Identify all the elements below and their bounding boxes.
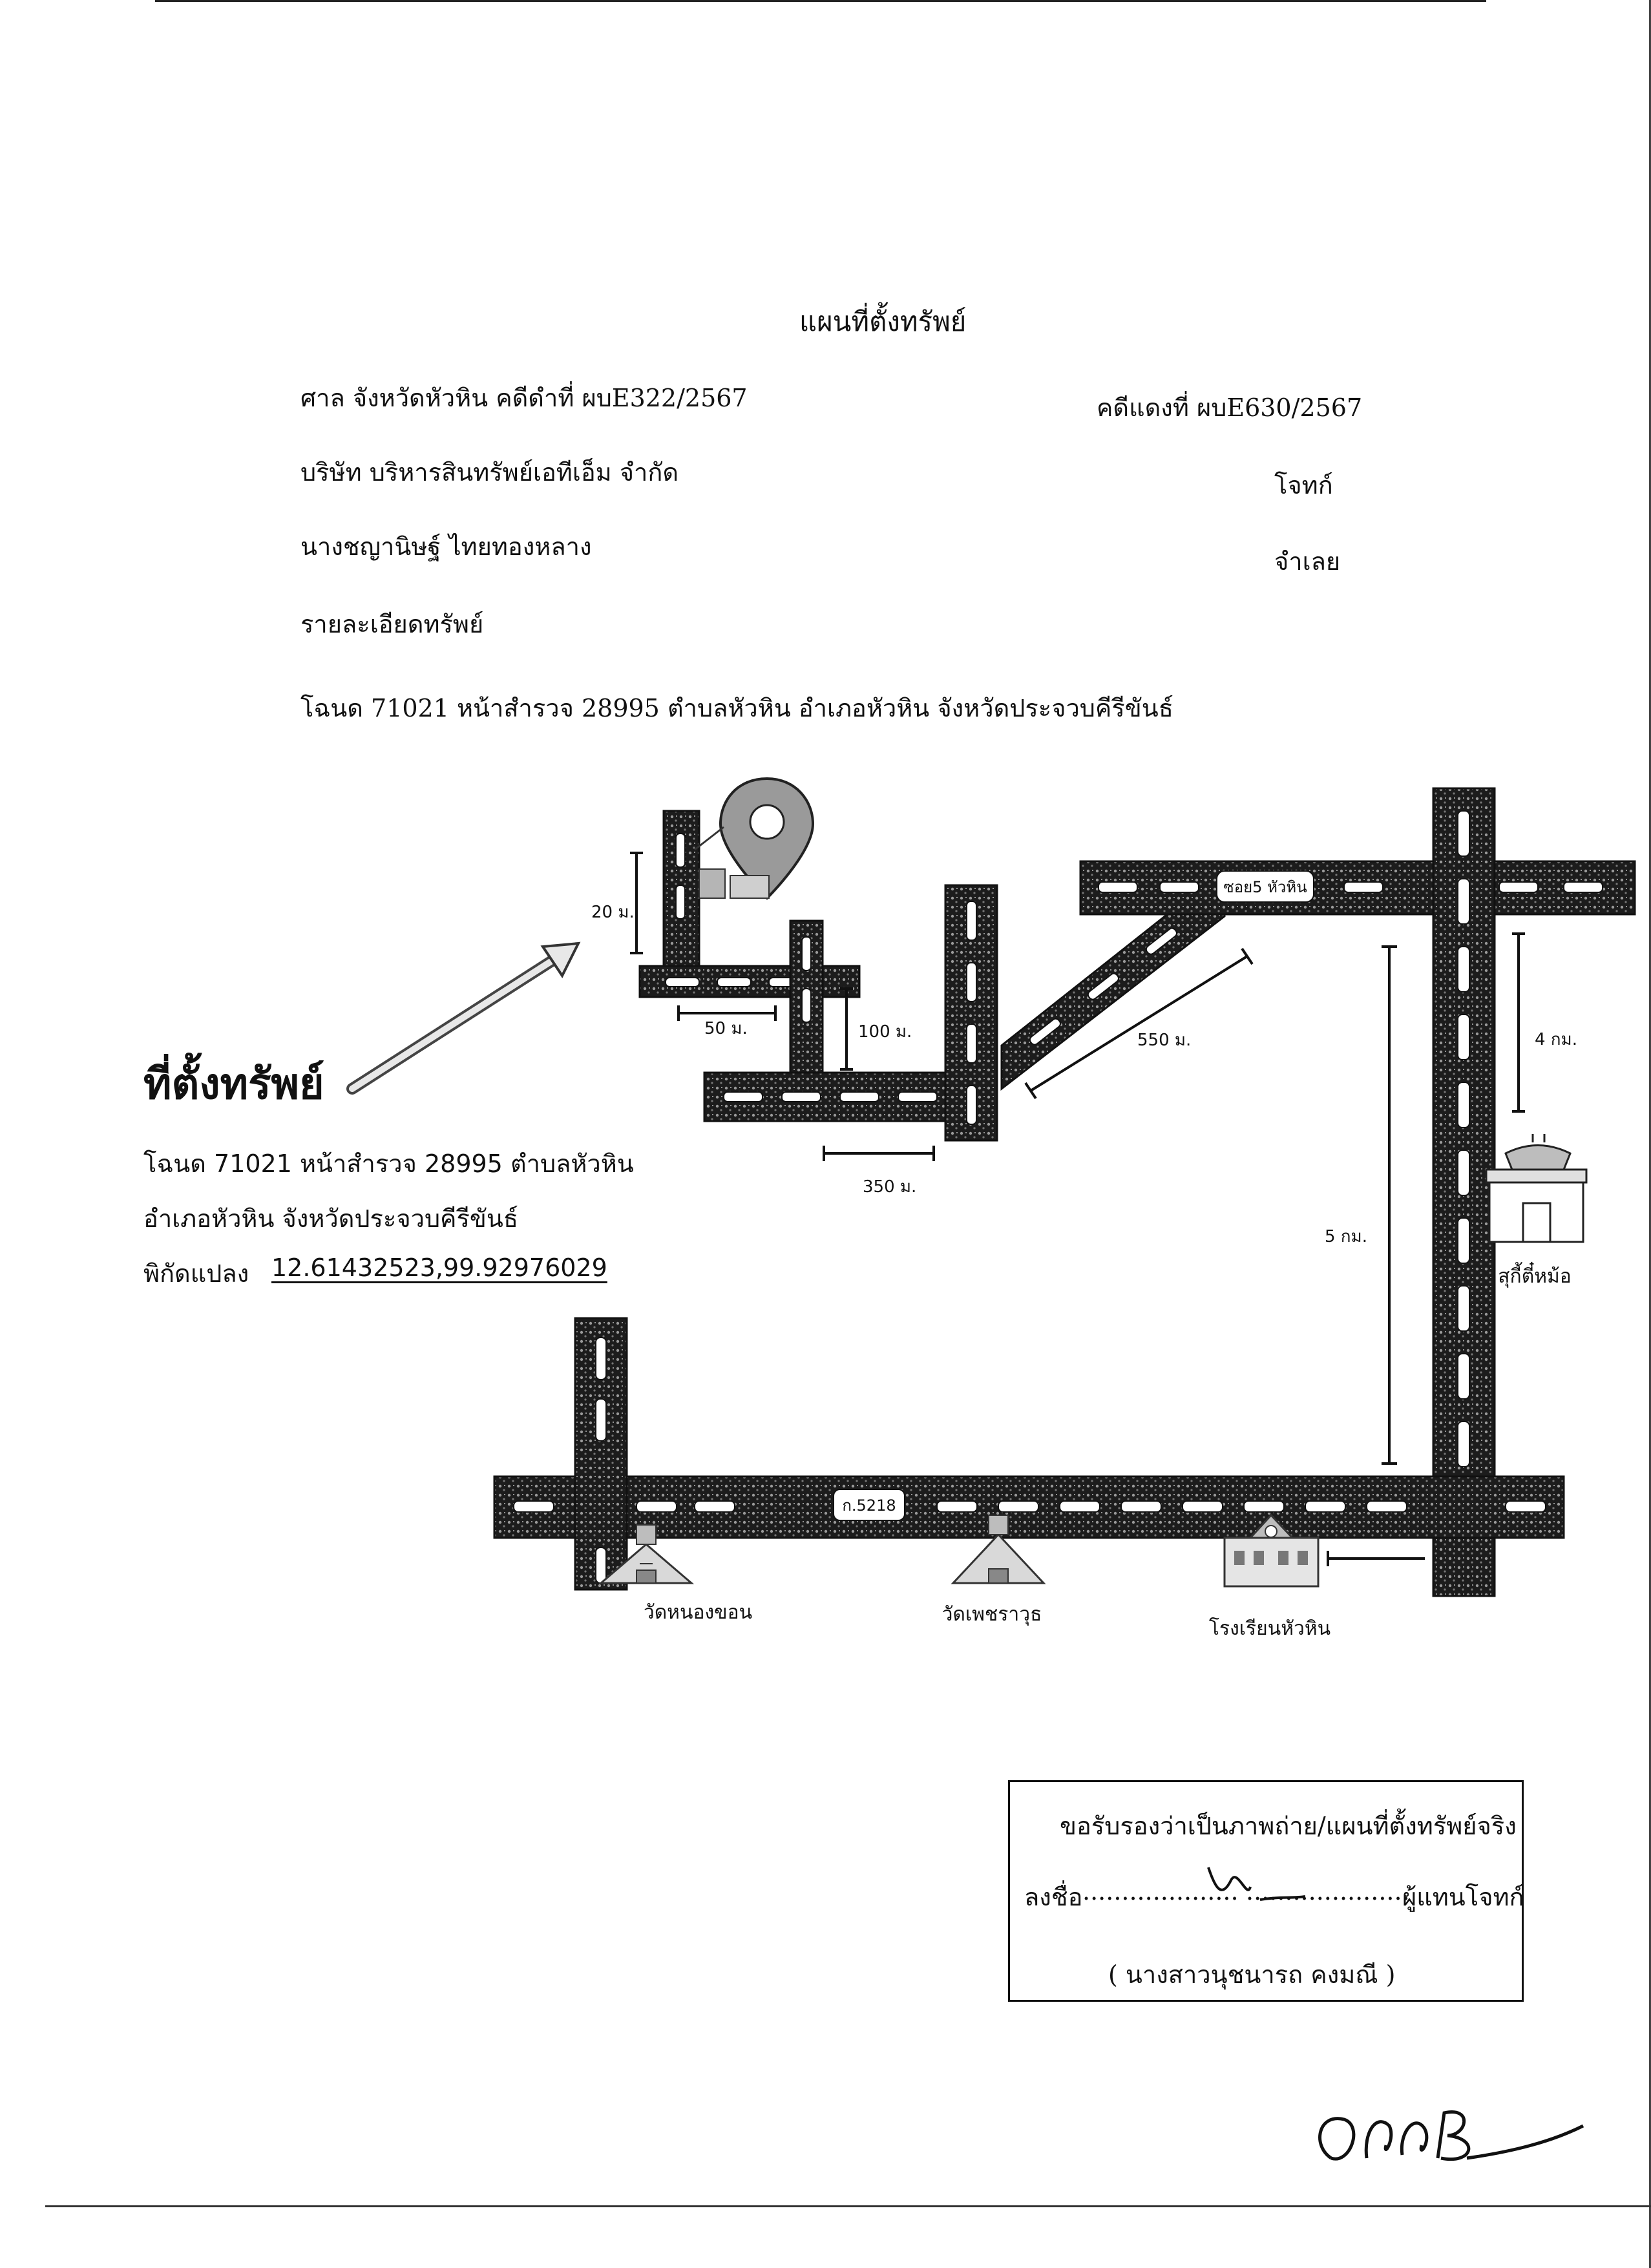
plaintiff-role: โจทก์ [1274,471,1333,499]
signature-dots-left: .................... [1082,1877,1239,1906]
coordinates-value: 12.61432523,99.92976029 [271,1254,607,1282]
property-heading: ที่ตั้งทรัพย์ [143,1059,324,1109]
road-lower-horizontal [703,1071,983,1122]
document-title: แผนที่ตั้งทรัพย์ [799,306,967,337]
road-highway-5218: ก.5218 [493,1475,1565,1539]
bottom-border-line [45,2205,1651,2207]
road-connector [789,919,824,1077]
arrow-icon [346,941,581,1095]
coordinates-label: พิกัดแปลง [143,1259,249,1288]
red-case-number: คดีแดงที่ ผบE630/2567 [1097,394,1363,422]
distance-100m: 100 ม. [858,1022,912,1042]
temple-icon [951,1515,1046,1584]
road-left-vertical [574,1317,628,1591]
signature-dots-right: ..................... [1246,1877,1410,1906]
school-icon [1223,1513,1320,1588]
signer-name: ( นางสาวนุชนารถ คงมณี ) [1108,1960,1396,1989]
road-soi-5: ซอย5 หัวหิน [1079,860,1636,916]
deed-line: โฉนด 71021 หน้าสำรวจ 28995 ตำบลหัวหิน อำ… [300,694,1173,722]
top-border-line [155,0,1486,2]
defendant-name: นางชญานิษฐ์ ไทยทองหลาง [300,532,592,561]
signer-role: ผู้แทนโจทก์ [1402,1883,1524,1911]
handwritten-initials [1318,2110,1584,2161]
restaurant-label: สุกี้ตี๋หม้อ [1498,1261,1572,1288]
temple1-label: วัดหนองขอน [644,1601,752,1624]
temple2-label: วัดเพชราวุธ [942,1603,1042,1626]
highway-label: ก.5218 [842,1496,896,1515]
school-label: โรงเรียนหัวหิน [1209,1617,1330,1640]
handwritten-signature [1207,1867,1306,1901]
distance-5km: 5 กม. [1325,1227,1367,1246]
court-case-line: ศาล จังหวัดหัวหิน คดีดำที่ ผบE322/2567 [300,384,748,412]
plaintiff-name: บริษัท บริหารสินทรัพย์เอทีเอ็ม จำกัด [300,458,679,487]
distance-350m: 350 ม. [863,1177,916,1197]
distance-550m: 550 ม. [1137,1031,1191,1050]
certification-statement: ขอรับรองว่าเป็นภาพถ่าย/แผนที่ตั้งทรัพย์จ… [1060,1812,1517,1840]
certification-box [1008,1780,1524,2002]
road-diagonal [1000,866,1226,1091]
defendant-role: จำเลย [1274,547,1341,576]
temple-icon [598,1524,695,1584]
distance-50m: 50 ม. [704,1019,748,1038]
soi-road-label: ซอย5 หัวหิน [1223,878,1307,896]
property-district: อำเภอหัวหิน จังหวัดประจวบคีรีขันธ์ [143,1204,519,1233]
road-main-vertical [1432,787,1496,1597]
details-heading: รายละเอียดทรัพย์ [300,610,484,638]
road-tall-vertical [944,884,998,1142]
distance-20m: 20 ม. [591,903,635,922]
restaurant-icon [1485,1134,1588,1243]
property-deed: โฉนด 71021 หน้าสำรวจ 28995 ตำบลหัวหิน [143,1150,634,1178]
right-border-line [1649,0,1651,2268]
distance-4km: 4 กม. [1535,1030,1577,1049]
house-icon [694,826,770,899]
signature-prefix: ลงชื่อ [1024,1883,1083,1911]
dimension-lines [630,852,1525,1566]
